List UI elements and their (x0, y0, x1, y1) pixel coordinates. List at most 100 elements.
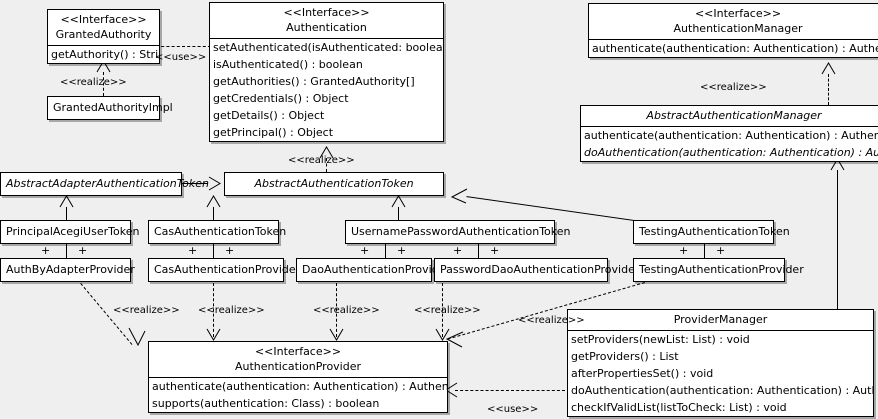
association-line-uptoken-dao (385, 243, 386, 258)
relationship-label-realize: <<realize>> (60, 77, 127, 88)
class-box-testingauthenticationprovider[interactable]: TestingAuthenticationProvider (633, 258, 804, 282)
class-name-label: TestingAuthenticationProvider (639, 263, 804, 276)
hollow-triangle-icon (206, 195, 221, 208)
class-name-label: AbstractAdapterAuthenticationToken (6, 177, 209, 190)
generalization-line-adapter-token (182, 183, 208, 184)
association-line-principalacegi-authbyadapter (66, 243, 67, 258)
dependency-line-providermanager-authenticationprovider (455, 390, 565, 391)
relationship-label-realize: <<realize>> (414, 305, 481, 316)
hollow-triangle-icon (59, 195, 74, 208)
method-row: getPrincipal() : Object (213, 126, 334, 139)
class-name-label: DaoAuthenticationProvider (302, 263, 450, 276)
stereotype-label: <<Interface>> (283, 6, 370, 19)
hollow-triangle-icon (821, 62, 836, 75)
realize-line-abstractauthenticationtoken (326, 158, 327, 172)
class-box-grantedauthority[interactable]: <<Interface>> GrantedAuthority getAuthor… (47, 9, 160, 64)
class-box-providermanager[interactable]: ProviderManager setProviders(newList: Li… (567, 309, 874, 417)
association-line-cas-token-provider (213, 243, 214, 258)
class-box-testingauthenticationtoken[interactable]: TestingAuthenticationToken (633, 220, 790, 244)
association-marker: + (397, 244, 407, 257)
relationship-label-realize: <<realize>> (518, 315, 585, 326)
association-line-testing-token-provider (704, 243, 705, 258)
generalization-line-usernamepasswordtoken (398, 207, 399, 221)
open-arrow-icon (128, 327, 146, 347)
class-name-label: GrantedAuthority (55, 28, 152, 41)
relationship-label-use: <<use>> (487, 404, 539, 415)
class-name-label: GrantedAuthorityImpl (53, 101, 173, 114)
stereotype-label: <<Interface>> (254, 345, 342, 358)
class-box-principalacegiusertoken[interactable]: PrincipalAcegiUserToken (0, 220, 140, 244)
class-box-authentication[interactable]: <<Interface>> Authentication setAuthenti… (209, 2, 444, 142)
association-marker: + (78, 244, 88, 257)
method-row: setAuthenticated(isAuthenticated: boolea… (213, 41, 443, 54)
method-row: doAuthentication(authentication: Authent… (571, 384, 873, 397)
method-row: authenticate(authentication: Authenticat… (584, 129, 878, 142)
class-box-passworddaoauthenticationprovider[interactable]: PasswordDaoAuthenticationProvider (434, 258, 640, 282)
open-arrow-icon (206, 328, 221, 341)
method-row: getAuthority() : String (51, 48, 159, 61)
class-name-label: AuthByAdapterProvider (6, 263, 135, 276)
association-marker: + (225, 244, 235, 257)
open-arrow-icon (329, 328, 344, 341)
class-box-authenticationprovider[interactable]: <<Interface>> AuthenticationProvider aut… (148, 341, 448, 413)
method-row: authenticate(authentication: Authenticat… (592, 42, 878, 55)
class-name-label: PrincipalAcegiUserToken (6, 225, 140, 238)
class-name-label: PasswordDaoAuthenticationProvider (440, 263, 640, 276)
method-row: getDetails() : Object (213, 109, 325, 122)
class-box-abstractadapterauthenticationtoken[interactable]: AbstractAdapterAuthenticationToken (0, 172, 209, 196)
realize-line-abstractauthenticationmanager (828, 74, 829, 105)
class-name-label: AuthenticationProvider (234, 360, 362, 373)
realize-line-passworddaoauthenticationprovider (442, 283, 443, 337)
relationship-label-realize: <<realize>> (288, 155, 355, 166)
class-name-label: AuthenticationManager (673, 22, 803, 35)
generalization-line-casauthenticationtoken (213, 207, 214, 221)
realize-line-casauthenticationprovider (213, 283, 214, 337)
class-box-casauthenticationtoken[interactable]: CasAuthenticationToken (148, 220, 287, 244)
association-marker: + (453, 244, 463, 257)
hollow-triangle-icon (450, 188, 468, 204)
class-box-authbyadapterprovider[interactable]: AuthByAdapterProvider (0, 258, 135, 282)
class-name-label: ProviderManager (673, 313, 768, 326)
open-arrow-icon (444, 331, 464, 349)
realize-line-daoauthenticationprovider (336, 283, 337, 337)
class-name-label: CasAuthenticationToken (154, 225, 287, 238)
class-box-abstractauthenticationmanager[interactable]: AbstractAuthenticationManager authentica… (580, 105, 878, 162)
association-marker: + (41, 244, 51, 257)
method-row: afterPropertiesSet() : void (571, 367, 714, 380)
class-box-usernamepasswordauthenticationtoken[interactable]: UsernamePasswordAuthenticationToken (345, 220, 571, 244)
hollow-triangle-icon (208, 176, 221, 191)
method-row: doAuthentication(authentication: Authent… (584, 146, 878, 159)
method-row: setProviders(newList: List) : void (571, 333, 750, 346)
class-name-label: CasAuthenticationProvider (154, 263, 301, 276)
generalization-line-providermanager (837, 170, 838, 312)
association-marker: + (188, 244, 198, 257)
relationship-label-realize: <<realize>> (313, 305, 380, 316)
association-marker: + (679, 244, 689, 257)
stereotype-label: <<Interface>> (694, 7, 782, 20)
method-row: isAuthenticated() : boolean (213, 58, 363, 71)
association-marker: + (490, 244, 500, 257)
class-name-label: TestingAuthenticationToken (639, 225, 790, 238)
method-row: getProviders() : List (571, 350, 679, 363)
method-row: authenticate(authentication: Authenticat… (152, 380, 447, 393)
relationship-label-realize: <<realize>> (113, 305, 180, 316)
hollow-triangle-icon (319, 146, 334, 159)
association-marker: + (716, 244, 726, 257)
class-box-abstractauthenticationtoken[interactable]: AbstractAuthenticationToken (224, 172, 444, 196)
class-box-grantedauthorityimpl[interactable]: GrantedAuthorityImpl (47, 96, 173, 120)
class-name-label: Authentication (286, 21, 367, 34)
method-row: supports(authentication: Class) : boolea… (152, 397, 380, 410)
method-row: getAuthorities() : GrantedAuthority[] (213, 75, 415, 88)
class-name-label: AbstractAuthenticationManager (646, 109, 822, 122)
class-name-label: UsernamePasswordAuthenticationToken (351, 225, 571, 238)
class-box-daoauthenticationprovider[interactable]: DaoAuthenticationProvider (296, 258, 450, 282)
relationship-label-realize: <<realize>> (700, 82, 767, 93)
generalization-line-principalacegiusertoken (66, 207, 67, 221)
class-box-authenticationmanager[interactable]: <<Interface>> AuthenticationManager auth… (588, 3, 878, 58)
relationship-label-use: <<use>> (155, 52, 207, 63)
class-name-label: AbstractAuthenticationToken (254, 177, 414, 190)
open-arrow-icon (435, 328, 450, 341)
association-marker: + (360, 244, 370, 257)
method-row: checkIfValidList(listToCheck: List) : vo… (571, 401, 787, 414)
class-box-casauthenticationprovider[interactable]: CasAuthenticationProvider (148, 258, 301, 282)
